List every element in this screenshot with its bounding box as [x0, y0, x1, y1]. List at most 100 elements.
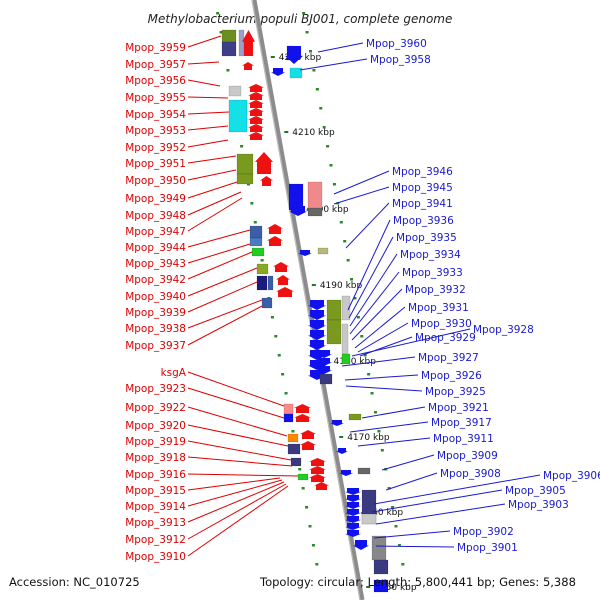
forward-gene-arrow[interactable] — [248, 108, 264, 116]
forward-gene-arrow[interactable] — [248, 124, 264, 132]
reverse-gene-arrow[interactable] — [345, 516, 361, 523]
reverse-gene-arrow[interactable] — [345, 530, 361, 537]
reverse-gene-arrow[interactable] — [308, 320, 326, 330]
gene-block[interactable] — [341, 353, 351, 365]
right-gene-label[interactable]: Mpop_3908 — [440, 468, 501, 480]
right-gene-label[interactable]: Mpop_3925 — [425, 386, 486, 398]
left-gene-label[interactable]: Mpop_3957 — [125, 59, 186, 71]
right-gene-label[interactable]: Mpop_3902 — [453, 526, 514, 538]
left-gene-label[interactable]: Mpop_3956 — [125, 75, 186, 87]
left-gene-label[interactable]: Mpop_3951 — [125, 158, 186, 170]
left-gene-label[interactable]: Mpop_3959 — [125, 42, 186, 54]
forward-gene-arrow[interactable] — [248, 92, 264, 100]
right-gene-label[interactable]: Mpop_3931 — [408, 302, 469, 314]
forward-gene-arrow[interactable] — [314, 482, 329, 490]
gene-block[interactable] — [341, 323, 349, 355]
gene-block[interactable] — [238, 29, 245, 57]
left-gene-label[interactable]: Mpop_3950 — [125, 175, 186, 187]
gene-block[interactable] — [221, 29, 237, 43]
gene-block[interactable] — [283, 403, 294, 415]
gene-block[interactable] — [228, 85, 242, 97]
right-gene-label[interactable]: Mpop_3911 — [433, 433, 494, 445]
forward-gene-arrow[interactable] — [294, 414, 311, 422]
right-gene-label[interactable]: Mpop_3928 — [473, 324, 534, 336]
gene-block[interactable] — [228, 99, 248, 133]
left-gene-label[interactable]: Mpop_3954 — [125, 109, 186, 121]
right-gene-label[interactable]: Mpop_3926 — [421, 370, 482, 382]
reverse-gene-arrow[interactable] — [308, 300, 326, 310]
gene-block[interactable] — [251, 247, 265, 257]
forward-gene-arrow[interactable] — [300, 441, 316, 450]
reverse-gene-arrow[interactable] — [353, 540, 369, 550]
right-gene-label[interactable]: Mpop_3960 — [366, 38, 427, 50]
reverse-gene-arrow[interactable] — [298, 250, 312, 256]
left-gene-label[interactable]: Mpop_3919 — [125, 436, 186, 448]
left-gene-label[interactable]: Mpop_3943 — [125, 258, 186, 270]
gene-block[interactable] — [256, 275, 268, 291]
gene-block[interactable] — [373, 579, 389, 593]
gene-block[interactable] — [373, 559, 389, 575]
left-gene-label[interactable]: Mpop_3915 — [125, 485, 186, 497]
left-gene-label[interactable]: Mpop_3942 — [125, 274, 186, 286]
gene-block[interactable] — [357, 467, 371, 475]
left-gene-label[interactable]: Mpop_3922 — [125, 402, 186, 414]
reverse-gene-arrow[interactable] — [308, 340, 326, 350]
right-gene-label[interactable]: Mpop_3906 — [543, 470, 600, 482]
left-gene-label[interactable]: Mpop_3949 — [125, 193, 186, 205]
right-gene-label[interactable]: Mpop_3917 — [431, 417, 492, 429]
reverse-gene-arrow[interactable] — [330, 420, 344, 426]
forward-gene-arrow[interactable] — [294, 404, 311, 413]
gene-block[interactable] — [290, 457, 302, 467]
forward-gene-arrow[interactable] — [300, 430, 316, 439]
reverse-gene-arrow[interactable] — [345, 488, 361, 495]
forward-gene-arrow[interactable] — [276, 275, 290, 285]
forward-gene-arrow[interactable] — [309, 474, 326, 482]
left-gene-label[interactable]: Mpop_3944 — [125, 242, 186, 254]
left-gene-label[interactable]: Mpop_3913 — [125, 517, 186, 529]
gene-block[interactable] — [221, 41, 237, 57]
reverse-gene-arrow[interactable] — [339, 470, 353, 476]
reverse-gene-arrow[interactable] — [308, 310, 326, 320]
gene-block[interactable] — [317, 247, 329, 255]
right-gene-label[interactable]: Mpop_3935 — [396, 232, 457, 244]
left-gene-label[interactable]: Mpop_3937 — [125, 340, 186, 352]
right-gene-label[interactable]: Mpop_3933 — [402, 267, 463, 279]
right-gene-label[interactable]: Mpop_3905 — [505, 485, 566, 497]
right-gene-label[interactable]: Mpop_3934 — [400, 249, 461, 261]
reverse-gene-arrow[interactable] — [289, 206, 307, 216]
left-gene-label[interactable]: Mpop_3955 — [125, 92, 186, 104]
right-gene-label[interactable]: Mpop_3946 — [392, 166, 453, 178]
forward-gene-arrow[interactable] — [309, 458, 326, 466]
forward-gene-arrow[interactable] — [276, 287, 294, 297]
right-gene-label[interactable]: Mpop_3941 — [392, 198, 453, 210]
gene-block[interactable] — [319, 373, 333, 385]
right-gene-label[interactable]: Mpop_3936 — [393, 215, 454, 227]
gene-block[interactable] — [326, 319, 342, 345]
right-gene-label[interactable]: Mpop_3901 — [457, 542, 518, 554]
forward-gene-arrow[interactable] — [242, 30, 255, 56]
gene-block[interactable] — [261, 297, 273, 309]
gene-block[interactable] — [287, 433, 299, 443]
forward-gene-arrow[interactable] — [248, 132, 264, 140]
gene-block[interactable] — [341, 295, 351, 321]
gene-block[interactable] — [326, 299, 342, 321]
left-gene-label[interactable]: Mpop_3948 — [125, 210, 186, 222]
left-gene-label[interactable]: Mpop_3910 — [125, 551, 186, 563]
right-gene-label[interactable]: Mpop_3921 — [428, 402, 489, 414]
left-gene-label[interactable]: Mpop_3953 — [125, 125, 186, 137]
gene-block[interactable] — [256, 263, 269, 275]
right-gene-label[interactable]: Mpop_3909 — [437, 450, 498, 462]
right-gene-label[interactable]: Mpop_3945 — [392, 182, 453, 194]
reverse-gene-arrow[interactable] — [345, 523, 361, 530]
reverse-gene-arrow[interactable] — [316, 366, 332, 374]
reverse-gene-arrow[interactable] — [316, 350, 332, 358]
reverse-gene-arrow[interactable] — [316, 358, 332, 366]
gene-block[interactable] — [371, 535, 387, 561]
forward-gene-arrow[interactable] — [273, 262, 289, 272]
gene-block[interactable] — [307, 207, 323, 217]
left-gene-label[interactable]: Mpop_3939 — [125, 307, 186, 319]
forward-gene-arrow[interactable] — [255, 152, 273, 174]
forward-gene-arrow[interactable] — [248, 100, 264, 108]
right-gene-label[interactable]: Mpop_3929 — [415, 332, 476, 344]
left-gene-label[interactable]: Mpop_3912 — [125, 534, 186, 546]
